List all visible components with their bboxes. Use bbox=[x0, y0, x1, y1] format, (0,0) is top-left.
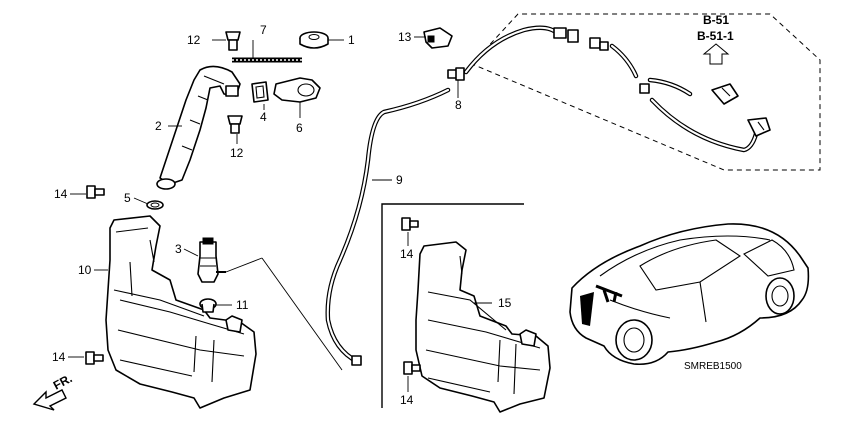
callout-1: 1 bbox=[348, 33, 355, 47]
callout-13: 13 bbox=[398, 30, 412, 44]
bolt-part bbox=[85, 351, 104, 365]
callout-2: 2 bbox=[155, 119, 162, 133]
filler-neck-part bbox=[156, 65, 241, 190]
reference-b51-1: B-51-1 bbox=[697, 29, 734, 43]
up-arrow-icon bbox=[702, 43, 730, 65]
grommet-part bbox=[273, 77, 321, 103]
gasket-part bbox=[146, 200, 164, 210]
callout-7: 7 bbox=[260, 23, 267, 37]
bolt-part bbox=[86, 185, 105, 199]
callout-6: 6 bbox=[296, 121, 303, 135]
inset-frame bbox=[381, 203, 524, 408]
callout-15: 15 bbox=[498, 296, 512, 310]
callout-14-lower-inset: 14 bbox=[400, 393, 414, 407]
washer-hose-part bbox=[325, 87, 451, 366]
front-direction-label: FR. bbox=[51, 371, 75, 392]
washer-reservoir-part bbox=[105, 215, 257, 409]
pump-grommet-part bbox=[199, 298, 217, 313]
reference-b51: B-51 bbox=[703, 13, 729, 27]
callout-9: 9 bbox=[396, 173, 403, 187]
callout-12-lower: 12 bbox=[230, 146, 244, 160]
callout-4: 4 bbox=[260, 110, 267, 124]
front-direction-arrow-icon bbox=[32, 389, 67, 411]
hose-joint-part bbox=[447, 67, 465, 81]
reservoir-variant-part bbox=[415, 241, 551, 413]
vehicle-illustration bbox=[569, 223, 810, 366]
hose-clip-part bbox=[423, 27, 453, 49]
callout-12-upper: 12 bbox=[187, 33, 201, 47]
callout-3: 3 bbox=[175, 242, 182, 256]
callout-14-upper-inset: 14 bbox=[400, 247, 414, 261]
upper-hose-part bbox=[463, 25, 771, 153]
callout-14-lower-left: 14 bbox=[52, 350, 66, 364]
clip-part bbox=[225, 31, 241, 51]
hose-group-outline bbox=[471, 13, 821, 171]
callout-5: 5 bbox=[124, 191, 131, 205]
callout-11: 11 bbox=[236, 298, 249, 312]
diagram-code: SMREB1500 bbox=[684, 361, 742, 372]
callout-14-upper-left: 14 bbox=[54, 187, 68, 201]
callout-10: 10 bbox=[78, 263, 92, 277]
washer-cap-part bbox=[299, 31, 329, 49]
callout-8: 8 bbox=[455, 98, 462, 112]
bolt-part bbox=[403, 361, 421, 375]
washer-pump-part bbox=[197, 237, 343, 371]
seal-part bbox=[251, 81, 269, 103]
leader-lines bbox=[68, 36, 492, 392]
bolt-part bbox=[401, 217, 419, 231]
clip-part bbox=[227, 115, 243, 134]
